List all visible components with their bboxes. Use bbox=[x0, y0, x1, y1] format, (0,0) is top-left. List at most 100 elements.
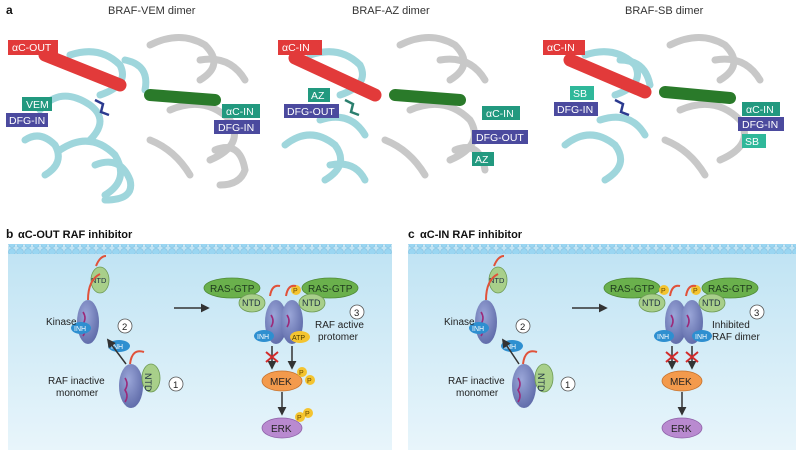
kinase-domain bbox=[119, 364, 143, 408]
linker bbox=[129, 350, 145, 365]
p-label: P bbox=[297, 415, 302, 422]
tag-bg bbox=[6, 113, 48, 127]
ntd-label: NTD bbox=[536, 373, 546, 392]
raf-inactive-monomer: NTD INH 1 RAF inactive monomer bbox=[48, 340, 184, 408]
p-label: P bbox=[661, 288, 666, 295]
x-marks-inhibited bbox=[665, 351, 699, 363]
tag-vem: VEM bbox=[26, 99, 49, 111]
ntd-label: NTD bbox=[489, 276, 505, 285]
phospho-top bbox=[291, 285, 301, 295]
ntd-domain bbox=[141, 363, 161, 393]
alpha-c-helix-red bbox=[563, 53, 652, 99]
structure-title: BRAF-AZ dimer bbox=[352, 5, 430, 17]
raf-inhibited-dimer: RAS-GTP RAS-GTP NTD NTD P P INH INH Inhi… bbox=[603, 277, 765, 344]
cytoplasm-area bbox=[8, 246, 392, 450]
step-2: 2 bbox=[520, 322, 525, 333]
p-label: P bbox=[299, 370, 304, 377]
inh-label: INH bbox=[657, 334, 669, 341]
erk-node bbox=[661, 417, 703, 439]
tag-bg bbox=[742, 102, 780, 116]
ntd-right bbox=[698, 293, 726, 313]
tag-bg bbox=[22, 97, 52, 111]
inh-label: INH bbox=[257, 334, 269, 341]
inh-domain bbox=[254, 330, 274, 342]
sb-ligand bbox=[614, 98, 630, 117]
p-label: P bbox=[305, 411, 310, 418]
panel-a: a BRAF-VEM dimer bbox=[6, 3, 784, 204]
erk-node bbox=[261, 417, 303, 439]
phospho bbox=[659, 285, 669, 295]
tag-ac-in: αC-IN bbox=[547, 42, 575, 54]
tag-bg bbox=[742, 134, 766, 148]
structure-title: BRAF-SB dimer bbox=[625, 5, 704, 17]
ntd-label: NTD bbox=[642, 298, 661, 308]
monomer-label-2: monomer bbox=[456, 388, 499, 399]
linkers bbox=[269, 284, 297, 297]
tag-bg bbox=[570, 86, 594, 100]
erk-label: ERK bbox=[671, 424, 692, 435]
az-ligand bbox=[344, 98, 360, 117]
tag-bg bbox=[222, 104, 260, 118]
tag-sb: SB bbox=[573, 88, 587, 100]
mek-label: MEK bbox=[270, 377, 292, 388]
alpha-c-helix-red bbox=[288, 51, 382, 102]
tag-dfg-in: DFG-IN bbox=[557, 104, 593, 116]
cyan-protomer-ribbons bbox=[281, 48, 369, 184]
linkers bbox=[669, 284, 697, 297]
cytoplasm-area bbox=[408, 246, 796, 450]
ntd-domain bbox=[90, 266, 110, 294]
x-mark-inhibited bbox=[265, 351, 279, 363]
activation-loop bbox=[517, 377, 521, 403]
kinase-domain bbox=[77, 300, 99, 344]
mek-label: MEK bbox=[670, 377, 692, 388]
tag-ac-in-2: αC-IN bbox=[486, 108, 514, 120]
tag-dfg-in-2: DFG-IN bbox=[742, 119, 778, 131]
phospho bbox=[305, 375, 315, 385]
tag-ac-in-2: αC-IN bbox=[746, 104, 774, 116]
tag-bg bbox=[278, 40, 322, 55]
kinase-domain bbox=[512, 364, 536, 408]
alpha-c-helix-green bbox=[144, 89, 221, 106]
ntd-domain bbox=[534, 363, 554, 393]
inh-label: INH bbox=[472, 326, 484, 333]
inh-label: INH bbox=[111, 344, 123, 351]
dimer-label-1: RAF active bbox=[315, 320, 364, 331]
kinase-label: Kinase bbox=[444, 317, 475, 328]
dimer-label-2: RAF dimer bbox=[712, 332, 760, 343]
atp-label: ATP bbox=[292, 335, 305, 342]
ntd-domain bbox=[488, 266, 508, 294]
step-marker bbox=[749, 304, 765, 320]
phospho bbox=[691, 285, 701, 295]
membrane bbox=[408, 244, 796, 254]
step-marker bbox=[349, 304, 365, 320]
mek-node bbox=[261, 370, 303, 392]
panel-c: c αC-IN RAF inhibitor NTD INH 1 RAF inac… bbox=[408, 227, 796, 450]
ntd-label: NTD bbox=[702, 298, 721, 308]
alpha-c-helix-green bbox=[659, 86, 736, 104]
inh-domain-right bbox=[692, 330, 712, 342]
ras-gtp-label: RAS-GTP bbox=[308, 284, 353, 295]
raf-membrane-monomer: NTD INH Kinase 2 bbox=[444, 255, 531, 344]
tag-ac-out: αC-OUT bbox=[12, 42, 52, 54]
monomer-label-2: monomer bbox=[56, 388, 99, 399]
phospho bbox=[303, 408, 313, 418]
arrow-monomer-to-membrane bbox=[106, 338, 127, 365]
ras-gtp-label: RAS-GTP bbox=[610, 284, 655, 295]
linker bbox=[87, 255, 107, 301]
inh-domain-left bbox=[654, 330, 674, 342]
tag-bg bbox=[554, 102, 598, 116]
tag-dfg-out: DFG-OUT bbox=[287, 106, 335, 118]
p-label: P bbox=[307, 378, 312, 385]
ntd-label: NTD bbox=[242, 298, 261, 308]
activation-loops bbox=[670, 314, 690, 328]
panel-a-label: a bbox=[6, 3, 13, 17]
arrow-monomer-to-membrane bbox=[502, 338, 520, 365]
step-marker bbox=[515, 318, 531, 334]
linker bbox=[522, 350, 538, 365]
tag-bg bbox=[472, 152, 494, 166]
monomer-label-1: RAF inactive bbox=[48, 376, 105, 387]
activation-loop bbox=[124, 377, 128, 403]
step-1: 1 bbox=[173, 380, 178, 391]
tag-dfg-in: DFG-IN bbox=[9, 115, 45, 127]
inh-label: INH bbox=[74, 326, 86, 333]
